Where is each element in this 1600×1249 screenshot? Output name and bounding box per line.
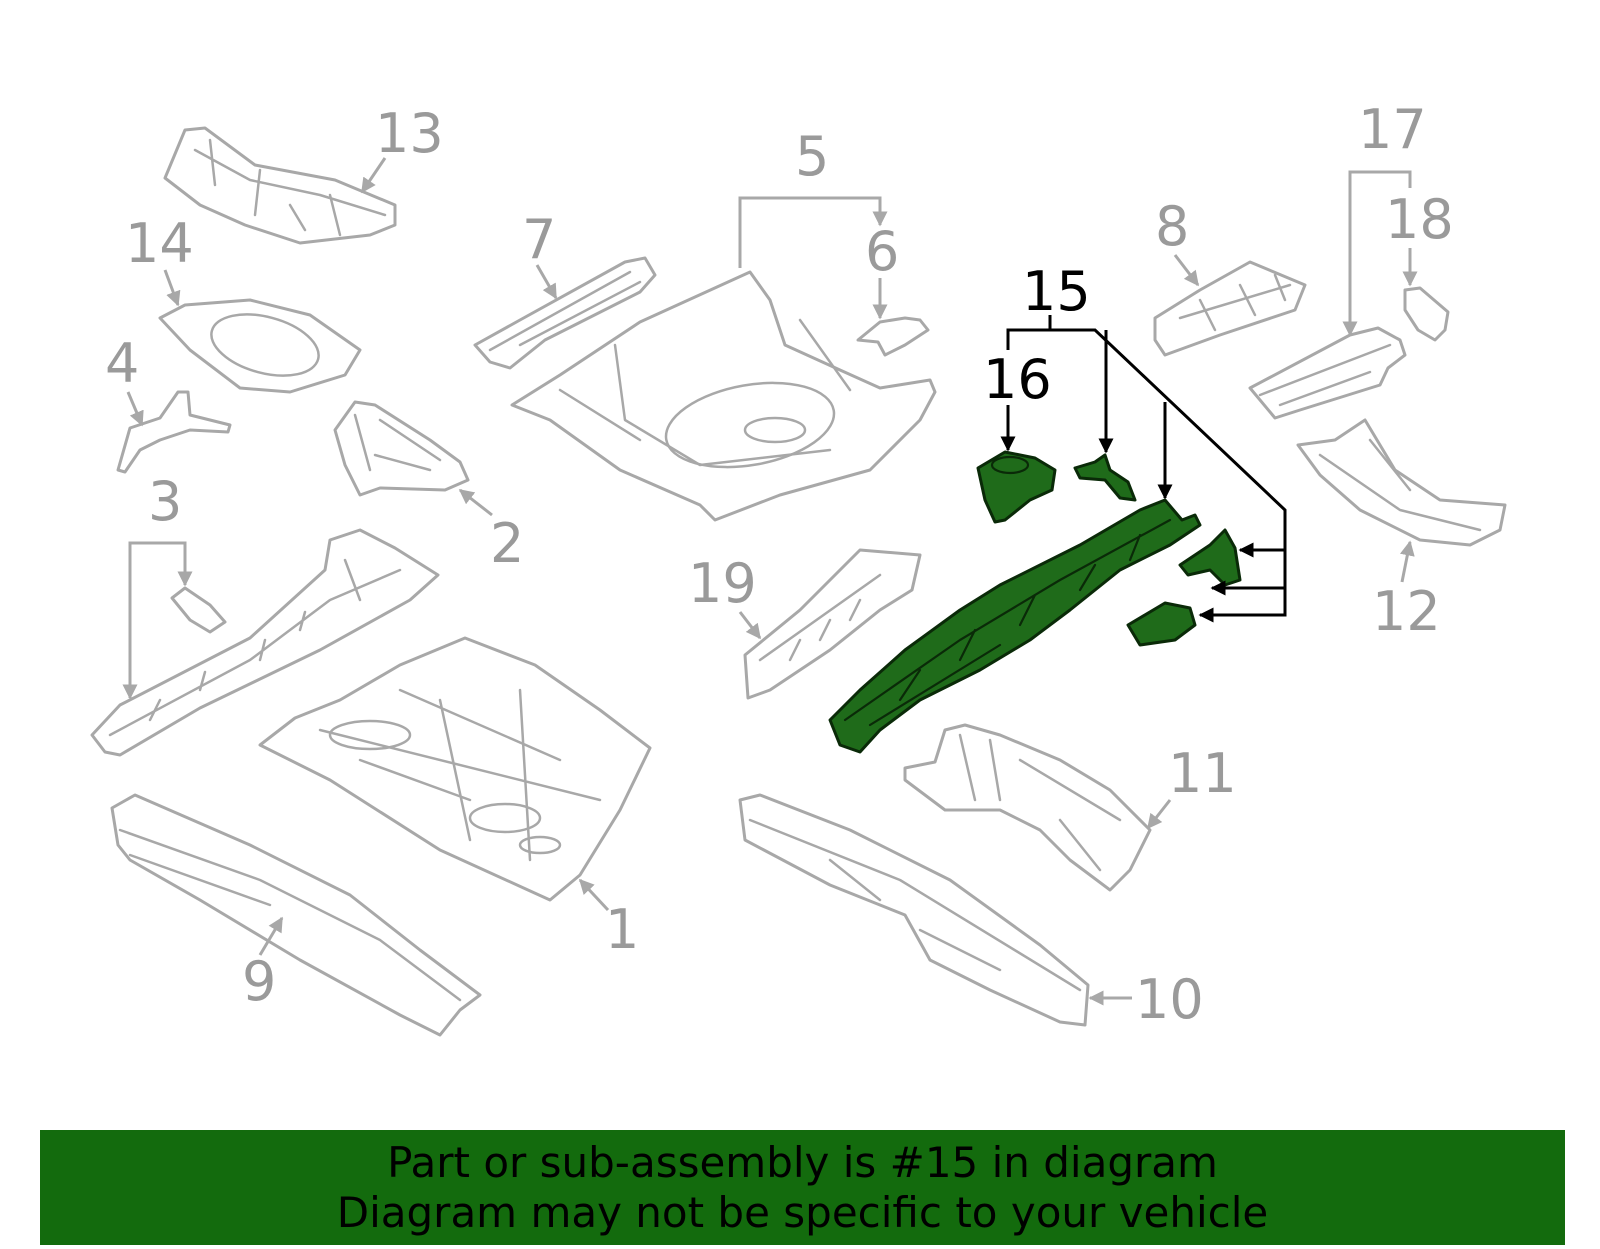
callout-1: 1 (605, 898, 639, 961)
part-16[interactable] (976, 450, 1057, 524)
callout-15: 15 (1022, 260, 1091, 323)
banner-line-1: Part or sub-assembly is #15 in diagram (387, 1138, 1218, 1187)
callout-13: 13 (375, 102, 444, 165)
part-15-main-rail[interactable] (828, 498, 1202, 754)
part-5[interactable] (510, 270, 937, 522)
part-1[interactable] (258, 636, 652, 902)
parts-diagram: 13 14 4 2 3 7 5 6 (90, 98, 1507, 1037)
callout-2: 2 (490, 512, 524, 575)
callout-14: 14 (125, 212, 194, 275)
part-17[interactable] (1248, 326, 1407, 420)
part-15-bracket-b[interactable] (1178, 528, 1242, 587)
part-19[interactable] (743, 548, 922, 700)
callout-6: 6 (865, 220, 899, 283)
info-banner: Part or sub-assembly is #15 in diagram D… (40, 1130, 1565, 1245)
part-10[interactable] (738, 793, 1090, 1027)
callout-3: 3 (148, 470, 182, 533)
part-15-bracket-a[interactable] (1073, 453, 1137, 502)
callout-9: 9 (242, 950, 276, 1013)
part-3[interactable] (90, 528, 440, 757)
callout-19: 19 (688, 552, 757, 615)
part-18[interactable] (1403, 286, 1450, 342)
part-14[interactable] (158, 298, 362, 394)
callout-8: 8 (1155, 195, 1189, 258)
part-15-bracket-c[interactable] (1126, 601, 1197, 647)
part-11[interactable] (903, 723, 1152, 892)
part-6[interactable] (856, 316, 930, 357)
callout-11: 11 (1168, 742, 1237, 805)
callout-10: 10 (1135, 968, 1204, 1031)
callout-7: 7 (522, 208, 556, 271)
callout-18: 18 (1385, 188, 1454, 251)
callout-12: 12 (1372, 580, 1441, 643)
callout-16: 16 (983, 348, 1052, 411)
callout-17: 17 (1358, 98, 1427, 161)
part-8[interactable] (1153, 260, 1307, 357)
part-12[interactable] (1296, 418, 1507, 547)
part-4[interactable] (116, 390, 232, 474)
callout-5: 5 (795, 125, 829, 188)
part-7[interactable] (473, 256, 657, 370)
callout-4: 4 (105, 332, 139, 395)
banner-line-2: Diagram may not be specific to your vehi… (336, 1188, 1269, 1237)
part-2[interactable] (333, 400, 470, 497)
part-9[interactable] (110, 793, 482, 1037)
part-13[interactable] (163, 126, 397, 245)
